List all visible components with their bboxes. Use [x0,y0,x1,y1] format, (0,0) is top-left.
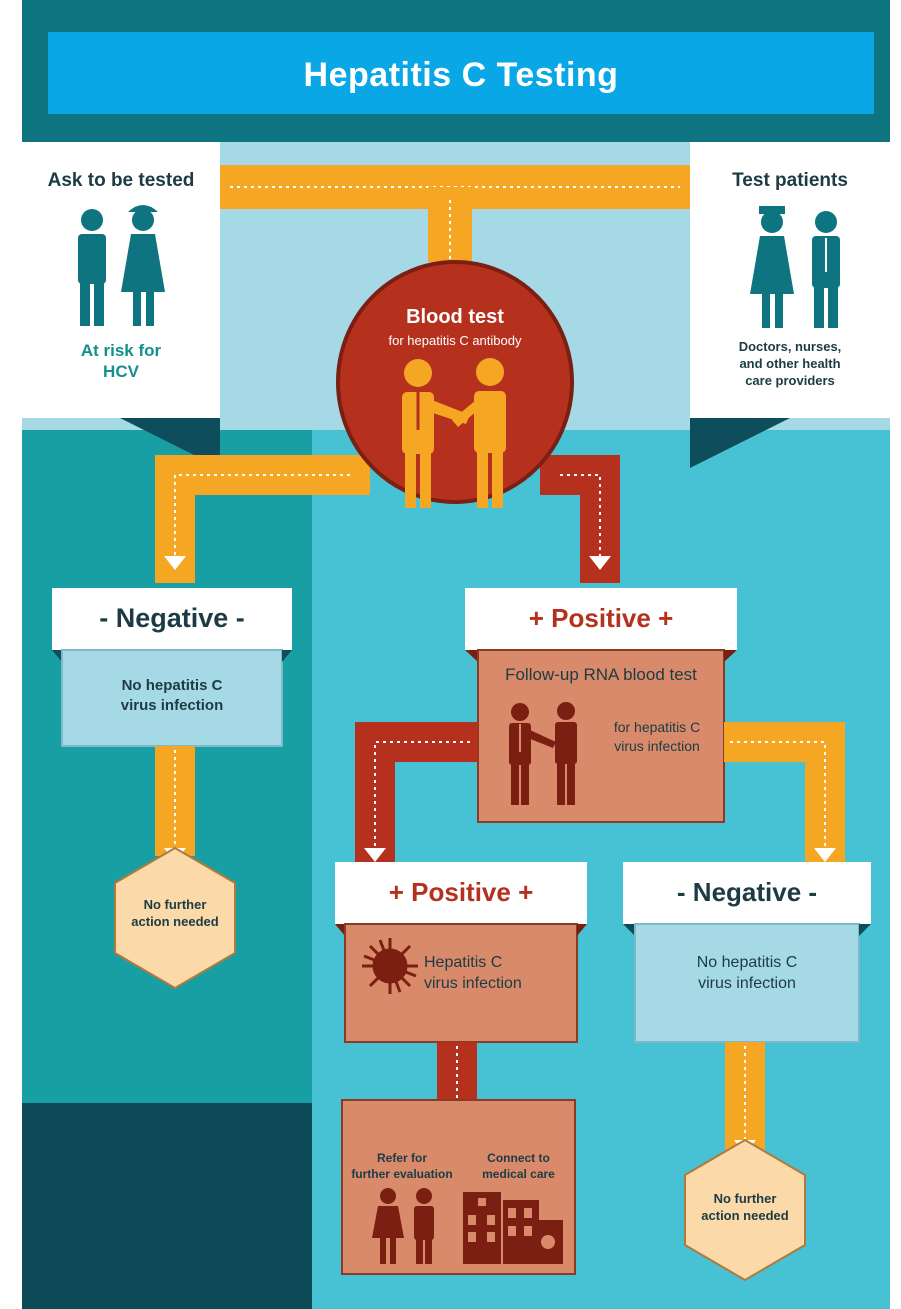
right-caption-line2: and other health [739,356,841,371]
second-positive-line2: virus infection [424,975,522,992]
first-negative-label-bg [52,588,292,650]
second-negative-line1: No hepatitis C [696,954,798,971]
followup-title: Follow-up RNA blood test [505,665,697,684]
second-positive-label: + Positive + [388,877,534,907]
left-panel-caption: At risk for HCV [22,340,220,382]
second-negative-label: - Negative - [676,877,818,907]
blood-test-circle [336,260,574,504]
first-positive-label: + Positive + [528,603,674,633]
blood-test-subtitle: for hepatitis C antibody [388,333,522,348]
first-end-hexagon [114,846,236,990]
second-red-drop [355,722,395,862]
refer-line2: further evaluation [351,1167,453,1181]
right-panel-heading: Test patients [732,170,848,191]
hospital-icon [463,1192,563,1264]
connect-text: Connect to medical care [462,1150,575,1182]
second-negative-box [634,923,860,1043]
left-white-panel [22,142,220,418]
left-caption-line1: At risk for [80,341,162,360]
first-end-text: No further action needed [115,896,235,930]
right-panel-caption: Doctors, nurses, and other health care p… [690,338,890,389]
right-caption-line3: care providers [745,373,835,388]
virus-icon [362,938,418,994]
first-end-line1: No further [143,897,207,912]
second-positive-text: Hepatitis C virus infection [424,952,574,994]
dark-bottom-block [22,1103,312,1309]
connect-line2: medical care [482,1167,555,1181]
second-positive-box [344,923,578,1043]
first-negative-line1: No hepatitis C [121,677,223,694]
left-panel-heading: Ask to be tested [47,170,195,191]
page-title: Hepatitis C Testing [303,56,619,94]
patients-icon [78,205,165,326]
right-panel-fold [690,418,790,468]
first-end-line2: action needed [131,914,219,929]
left-branch-dotted [174,474,350,560]
refer-people-icon [372,1188,434,1264]
second-negative-label-bg [623,862,871,924]
second-orange-drop [805,722,845,862]
connect-line1: Connect to [487,1151,550,1165]
left-caption-line2: HCV [103,362,139,381]
followup-line1: for hepatitis C [613,719,701,735]
left-branch-arrow [164,556,186,570]
first-negative-label: - Negative - [99,603,245,633]
blood-test-title: Blood test [406,306,504,328]
title-banner [48,32,874,114]
first-negative-text: No hepatitis C virus infection [62,676,282,716]
first-negative-box [61,649,283,747]
right-branch-arrow [589,556,611,570]
second-end-line2: action needed [701,1208,789,1223]
second-negative-text: No hepatitis C virus infection [635,952,859,994]
second-positive-line1: Hepatitis C [424,954,503,971]
first-negative-line2: virus infection [120,697,224,714]
second-negative-line2: virus infection [698,975,796,992]
second-end-hexagon [684,1138,806,1282]
followup-text: for hepatitis C virus infection [590,718,724,756]
refer-line1: Refer for [376,1151,427,1165]
followup-line2: virus infection [614,738,700,754]
refer-text: Refer for further evaluation [342,1150,462,1182]
second-positive-label-bg [335,862,587,924]
second-end-text: No further action needed [685,1190,805,1224]
first-positive-label-bg [465,588,737,650]
right-caption-line1: Doctors, nurses, [738,339,842,354]
second-end-line1: No further [713,1191,777,1206]
